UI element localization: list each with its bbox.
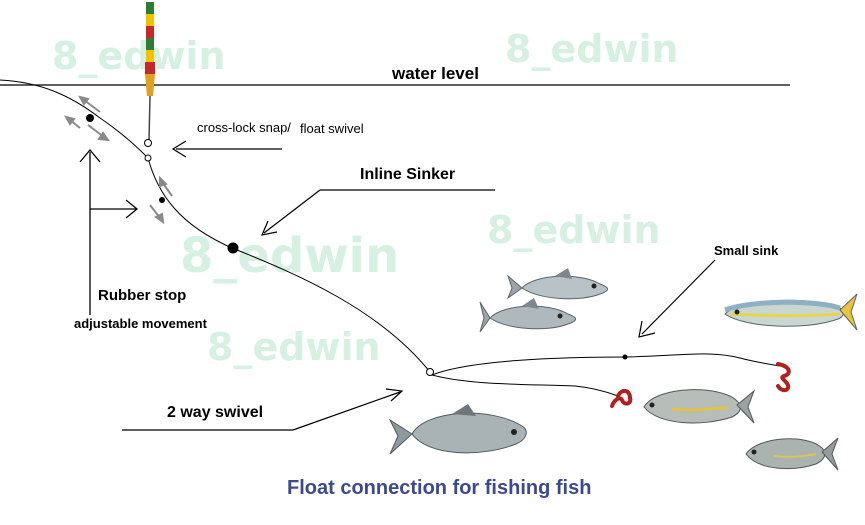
caption: Float connection for fishing fish — [287, 477, 592, 499]
rubber-stop-bracket — [79, 148, 139, 315]
rubber-stop-bead — [159, 197, 165, 203]
fish-yellowtail — [724, 293, 858, 331]
fish-jack-small — [745, 437, 839, 471]
float-swivel-label: float swivel — [300, 121, 364, 136]
movement-arrows — [63, 95, 173, 225]
snap-label: cross-lock snap/ — [197, 120, 291, 135]
watermark: 8_edwin — [207, 325, 381, 369]
two-way-swivel — [426, 368, 434, 376]
lower-leader — [431, 374, 619, 397]
float — [145, 2, 155, 141]
inline-sinker-label: Inline Sinker — [360, 166, 456, 183]
inline-sinker — [227, 242, 239, 254]
small-sink — [622, 354, 628, 360]
fish-jack-large — [388, 404, 527, 455]
main-line — [0, 79, 431, 373]
upper-leader — [431, 353, 781, 376]
adjustable-movement-label: adjustable movement — [74, 316, 207, 331]
hook-icon — [776, 362, 791, 393]
watermark: 8_edwin — [52, 34, 226, 78]
watermark: 8_edwin — [505, 27, 679, 71]
two-way-swivel-label: 2 way swivel — [167, 404, 264, 421]
rubber-stop-label: Rubber stop — [98, 287, 187, 304]
watermark: 8_edwin — [180, 228, 400, 284]
snap-swivel — [144, 139, 152, 147]
fish-jack-top-2 — [479, 298, 576, 333]
fish-jack-top-1 — [506, 268, 608, 300]
pointer-arrows — [122, 140, 716, 431]
small-sink-label: Small sink — [714, 243, 779, 258]
hook-icon — [610, 389, 633, 408]
fish-trevally — [643, 389, 756, 424]
rubber-stop-bead — [86, 114, 94, 122]
snap-ring — [144, 154, 152, 162]
water-level-label: water level — [392, 64, 479, 83]
watermark: 8_edwin — [487, 208, 661, 252]
